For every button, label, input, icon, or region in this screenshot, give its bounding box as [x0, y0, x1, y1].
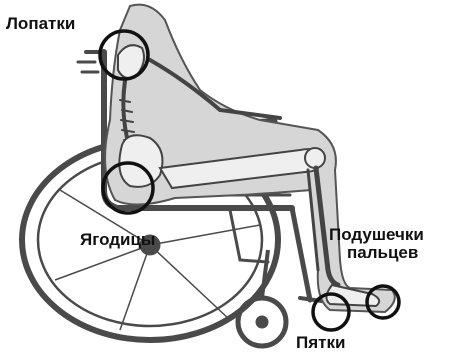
- label-buttocks: Ягодицы: [80, 231, 155, 249]
- label-heels: Пятки: [296, 334, 345, 352]
- label-toe-pads-line2: пальцев: [329, 244, 424, 262]
- front-caster-wheel: [238, 250, 286, 346]
- label-toe-pads: Подушечки пальцев: [329, 226, 424, 262]
- label-shoulder-blades: Лопатки: [6, 15, 75, 33]
- label-toe-pads-line1: Подушечки: [329, 226, 424, 244]
